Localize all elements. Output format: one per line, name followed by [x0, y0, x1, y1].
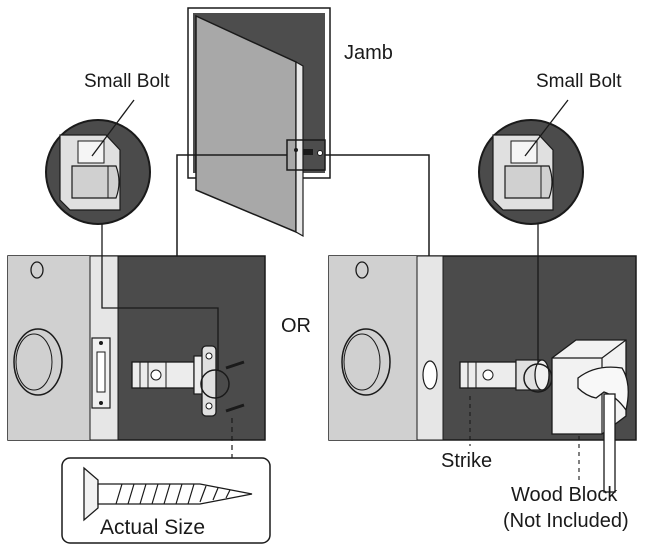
or-label: OR [281, 315, 311, 337]
right-door-edge [416, 255, 444, 441]
latch-icon [303, 149, 313, 155]
right-panel [328, 190, 637, 493]
screw-icon [225, 403, 245, 413]
small-bolt-body [71, 165, 120, 199]
small-hole-icon [30, 261, 44, 279]
screw-icon [225, 360, 245, 370]
bore-hole-icon [13, 328, 63, 396]
strike-dot-icon [317, 150, 323, 156]
hammer-icon [577, 366, 629, 493]
flange-hole-bottom [205, 402, 213, 410]
connector-lines [176, 154, 430, 256]
strike-hole [482, 369, 494, 381]
strike-plate-right [459, 359, 553, 393]
small-bolt-body [504, 165, 553, 199]
bolt-highlight-circle [200, 369, 230, 399]
flange-hole-top [205, 352, 213, 360]
door-and-jamb [187, 7, 331, 238]
small-bolt-head [510, 140, 538, 164]
bore-hole-inner [15, 333, 53, 391]
connector-right [325, 154, 430, 256]
left-panel [7, 224, 266, 458]
strike-label: Strike [441, 450, 493, 472]
latch-slot [96, 351, 106, 393]
wood-block-label: Wood Block [511, 484, 618, 506]
small-bolt-head [77, 140, 105, 164]
screw-head [83, 466, 99, 522]
small-bolt-zoom-left [45, 99, 151, 225]
strike-hole [150, 369, 162, 381]
small-bolt-label-left: Small Bolt [84, 71, 170, 92]
label-leader-left [91, 99, 135, 157]
small-bolt-label-right: Small Bolt [536, 71, 622, 92]
bore-hole-icon [341, 328, 391, 396]
small-bolt-zoom-right [478, 99, 584, 225]
jamb-label: Jamb [344, 42, 393, 64]
strike-plate-left [131, 345, 230, 417]
hammer-handle [603, 393, 616, 493]
detail-leader-left [101, 224, 219, 370]
edge-hole-icon [422, 360, 438, 390]
faceplate-screw-bottom [99, 401, 103, 405]
label-leader-right [524, 99, 569, 157]
actual-size-screw-box [61, 457, 271, 544]
bore-hole-inner [343, 333, 381, 391]
strike-body [131, 361, 195, 389]
faceplate-screw-top [99, 341, 103, 345]
actual-size-label: Actual Size [100, 516, 206, 539]
wood-screw-icon [83, 466, 253, 522]
bolt-dot-icon [294, 148, 298, 152]
hammer-head [577, 366, 629, 412]
door-edge [295, 60, 304, 238]
small-hole-icon [355, 261, 369, 279]
strike-end [534, 359, 550, 391]
not-included-label: (Not Included) [503, 510, 629, 532]
screw-threads [115, 483, 231, 505]
connector-left [176, 154, 287, 256]
screw-icons-left [225, 360, 245, 413]
